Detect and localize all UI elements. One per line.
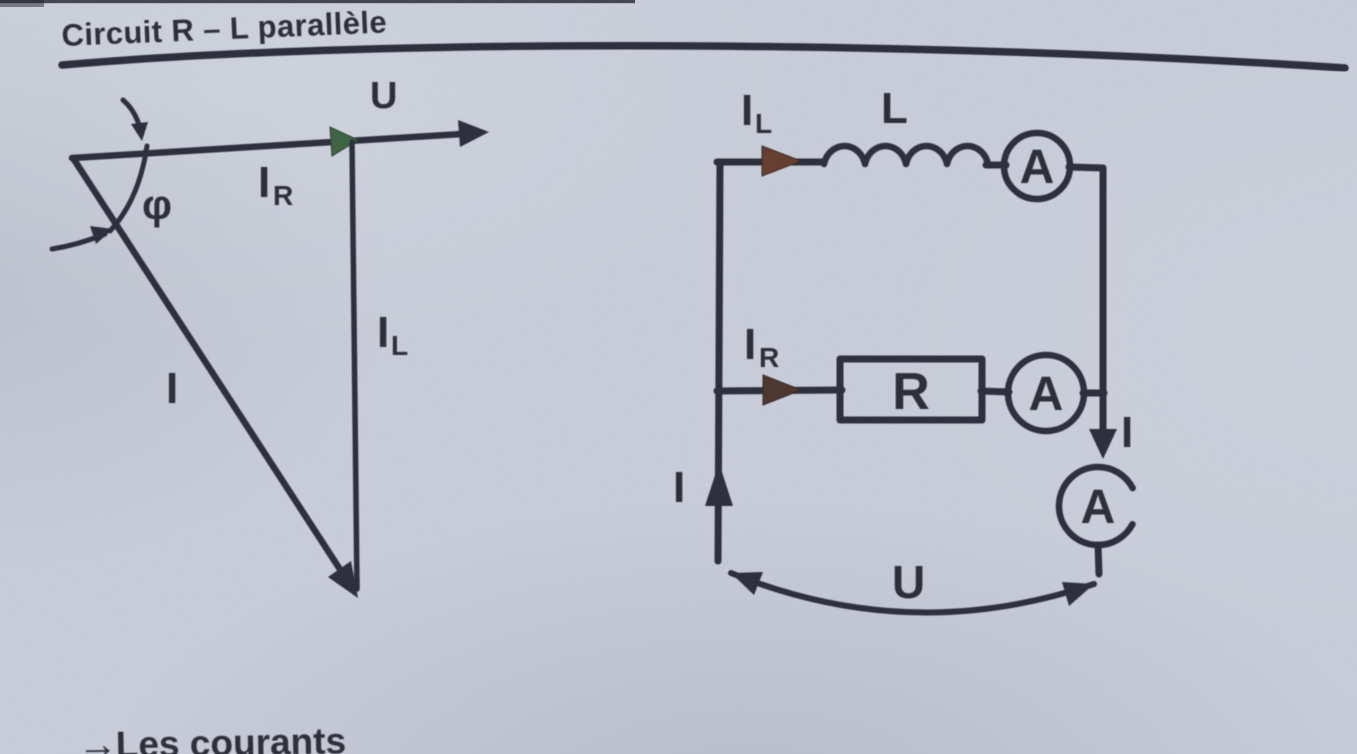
- page-root: Circuit R – L parallèle U I R I: [0, 0, 1357, 754]
- paper-grain-texture: [0, 0, 1357, 754]
